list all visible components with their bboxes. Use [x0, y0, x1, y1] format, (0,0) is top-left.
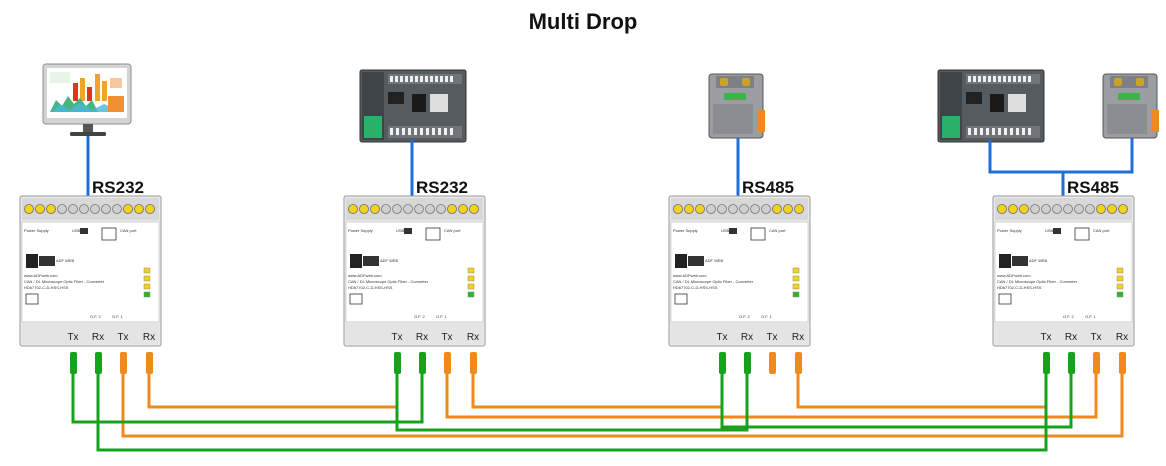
fiber-optic-orange [471, 360, 724, 409]
svg-text:O.F. 1: O.F. 1 [761, 314, 772, 319]
port-label-tx: Tx [1040, 332, 1051, 343]
svg-text:www.ADFweb.com: www.ADFweb.com [997, 273, 1031, 278]
svg-text:HD67702-C-D-HSS-HSS: HD67702-C-D-HSS-HSS [997, 285, 1042, 290]
link-label: RS232 [92, 178, 144, 197]
port-label-rx: Rx [143, 332, 155, 343]
port-label-rx: Rx [467, 332, 479, 343]
port-label-rx: Rx [741, 332, 753, 343]
diagram-title: Multi Drop [529, 9, 638, 34]
svg-text:O.F. 1: O.F. 1 [1085, 314, 1096, 319]
svg-text:USB: USB [721, 228, 730, 233]
port-label-tx: Tx [391, 332, 402, 343]
port-label-tx: Tx [766, 332, 777, 343]
svg-text:USB: USB [1045, 228, 1054, 233]
svg-text:ADF WEB: ADF WEB [56, 258, 75, 263]
svg-text:CAN port: CAN port [444, 228, 461, 233]
fiber-optic-green [720, 372, 1073, 429]
svg-text:USB: USB [72, 228, 81, 233]
port-label-tx: Tx [67, 332, 78, 343]
rs485-bus-wire [988, 138, 1134, 196]
svg-text:CAN port: CAN port [769, 228, 786, 233]
fiber-connectors [70, 352, 1126, 374]
svg-text:Power Supply: Power Supply [673, 228, 698, 233]
converter-port-labels: Tx Rx Tx Rx Tx Rx Tx Rx Tx Rx Tx Rx Tx R… [67, 332, 1128, 343]
port-label-tx: Tx [117, 332, 128, 343]
computer-monitor-icon [42, 63, 132, 136]
svg-text:HD67702-C-D-HSS-HSS: HD67702-C-D-HSS-HSS [348, 285, 393, 290]
port-label-tx: Tx [1090, 332, 1101, 343]
fiber-optic-orange [796, 360, 1048, 409]
fiber-converter-unit [668, 195, 811, 347]
svg-text:CAN port: CAN port [120, 228, 137, 233]
svg-text:www.ADFweb.com: www.ADFweb.com [348, 273, 382, 278]
link-label: RS232 [416, 178, 468, 197]
converter-label-text: Power Supply USB CAN port www.ADFweb.com… [24, 228, 137, 319]
svg-text:ADF WEB: ADF WEB [1029, 258, 1048, 263]
svg-text:O.F. 1: O.F. 1 [112, 314, 123, 319]
fiber-optic-green [71, 372, 424, 424]
fiber-optic-orange [445, 372, 1098, 419]
svg-text:Power Supply: Power Supply [24, 228, 49, 233]
port-label-rx: Rx [1065, 332, 1077, 343]
port-label-rx: Rx [92, 332, 104, 343]
converter-label-text: Power Supply USB CAN port www.ADFweb.com… [348, 228, 461, 319]
fiber-optic-green [96, 372, 1048, 452]
plc-controller-icon [937, 69, 1045, 143]
port-label-rx: Rx [1116, 332, 1128, 343]
fiber-optic-orange [147, 360, 399, 409]
svg-text:www.ADFweb.com: www.ADFweb.com [24, 273, 58, 278]
svg-text:USB: USB [396, 228, 405, 233]
svg-text:O.F. 2: O.F. 2 [739, 314, 750, 319]
remote-module-icon [708, 73, 765, 139]
link-label: RS485 [742, 178, 794, 197]
fiber-optic-green [395, 372, 749, 432]
port-label-tx: Tx [441, 332, 452, 343]
svg-text:O.F. 2: O.F. 2 [414, 314, 425, 319]
svg-text:CAN / DL Microscope Optic Fibe: CAN / DL Microscope Optic Fiber - Conver… [348, 279, 429, 284]
svg-text:Power Supply: Power Supply [348, 228, 373, 233]
svg-text:O.F. 2: O.F. 2 [1063, 314, 1074, 319]
fiber-converter-unit [992, 195, 1135, 347]
svg-text:Power Supply: Power Supply [997, 228, 1022, 233]
svg-text:CAN port: CAN port [1093, 228, 1110, 233]
port-label-rx: Rx [792, 332, 804, 343]
svg-text:www.ADFweb.com: www.ADFweb.com [673, 273, 707, 278]
port-label-rx: Rx [416, 332, 428, 343]
converter-label-text: Power Supply USB CAN port www.ADFweb.com… [673, 228, 786, 319]
svg-text:CAN / DL Microscope Optic Fibe: CAN / DL Microscope Optic Fiber - Conver… [673, 279, 754, 284]
converter-label-text: Power Supply USB CAN port www.ADFweb.com… [997, 228, 1110, 319]
link-label: RS485 [1067, 178, 1119, 197]
svg-text:ADF WEB: ADF WEB [705, 258, 724, 263]
svg-text:O.F. 2: O.F. 2 [90, 314, 101, 319]
svg-text:HD67702-C-D-HSS-HSS: HD67702-C-D-HSS-HSS [24, 285, 69, 290]
svg-text:O.F. 1: O.F. 1 [436, 314, 447, 319]
svg-text:CAN / DL Microscope Optic Fibe: CAN / DL Microscope Optic Fiber - Conver… [997, 279, 1078, 284]
remote-module-icon [1102, 73, 1159, 139]
port-label-tx: Tx [716, 332, 727, 343]
svg-text:CAN / DL Microscope Optic Fibe: CAN / DL Microscope Optic Fiber - Conver… [24, 279, 105, 284]
fiber-optic-orange [121, 372, 1124, 438]
svg-text:ADF WEB: ADF WEB [380, 258, 399, 263]
plc-controller-icon [359, 69, 467, 143]
fiber-converter-unit [343, 195, 486, 347]
svg-text:HD67702-C-D-HSS-HSS: HD67702-C-D-HSS-HSS [673, 285, 718, 290]
fiber-converter-unit [19, 195, 162, 347]
